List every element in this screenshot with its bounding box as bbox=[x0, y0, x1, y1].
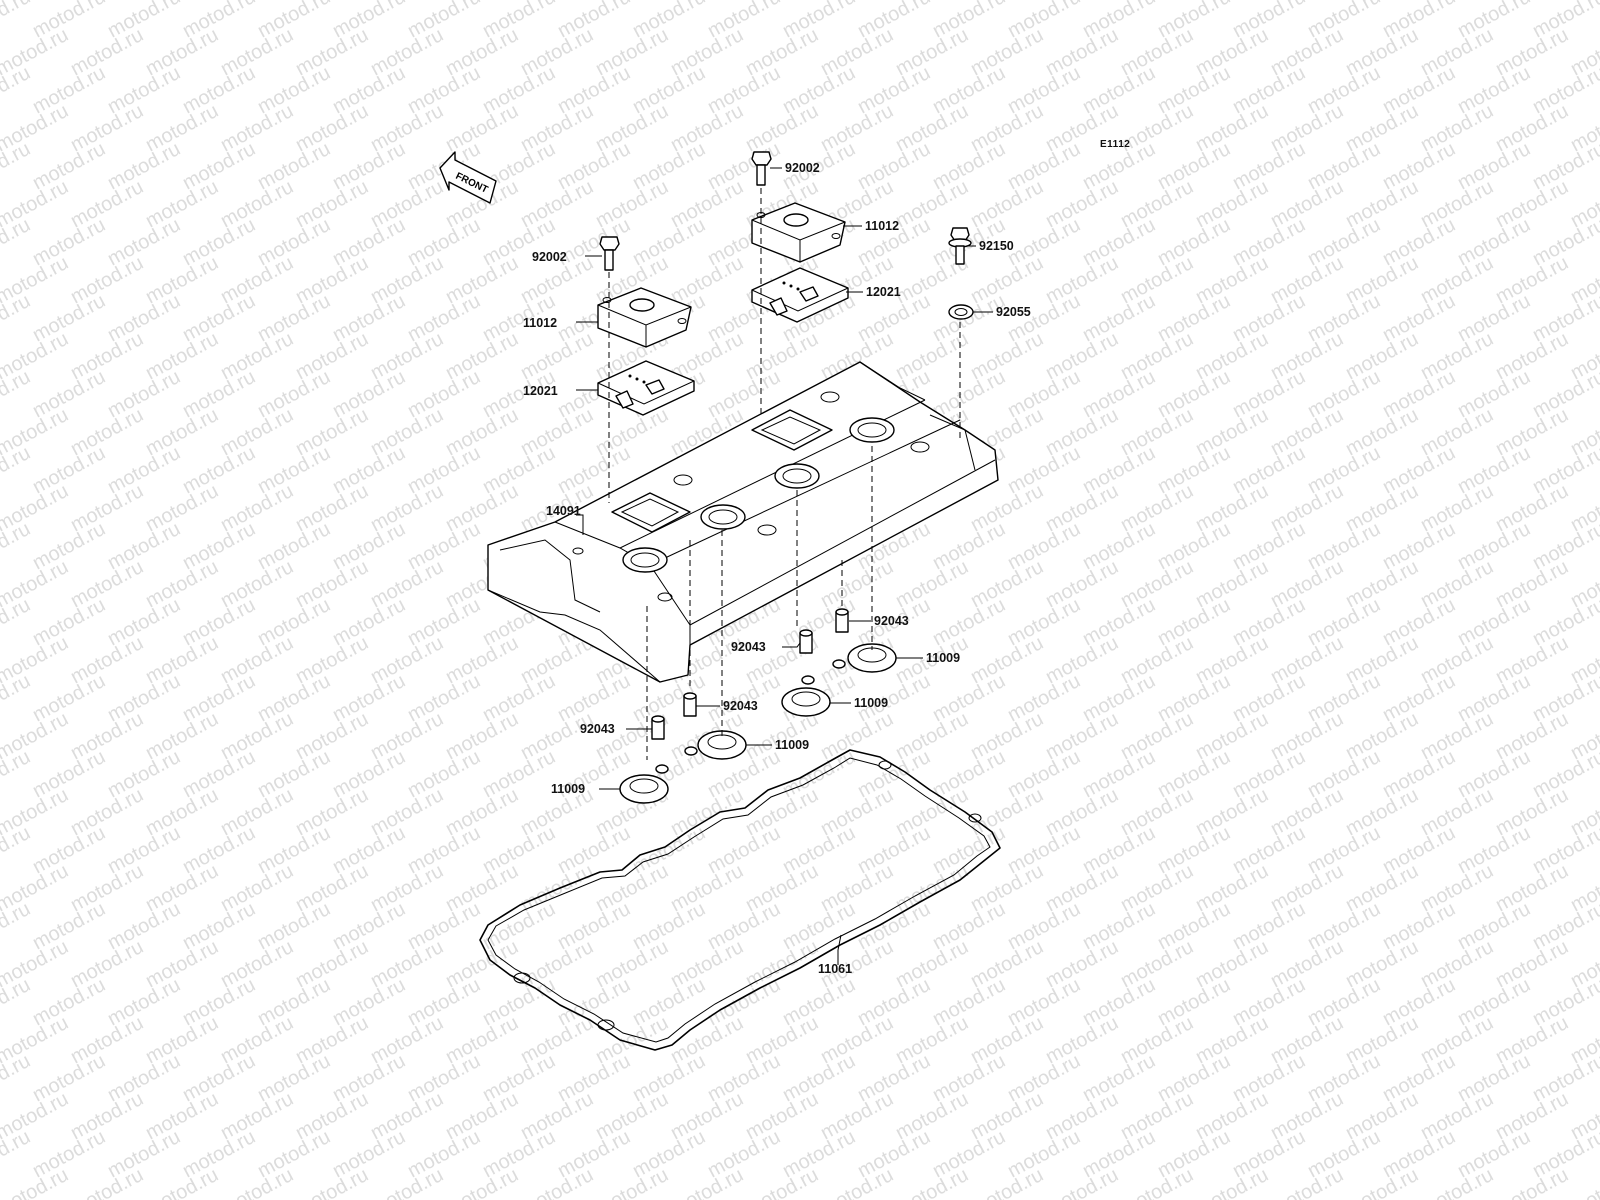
leader-lines bbox=[576, 167, 993, 965]
label-11012-right: 11012 bbox=[865, 219, 899, 233]
label-92043-mid-left: 92043 bbox=[723, 699, 758, 713]
front-arrow-icon: FRONT bbox=[439, 151, 497, 204]
gasket-11061 bbox=[479, 749, 1001, 1051]
assembly-lines bbox=[608, 188, 961, 760]
plate-12021-left bbox=[597, 360, 695, 416]
seal-11009-left bbox=[619, 764, 669, 804]
label-92043-right: 92043 bbox=[874, 614, 909, 628]
label-11009-left: 11009 bbox=[551, 782, 585, 796]
seal-11009-mid-right bbox=[781, 675, 831, 717]
dowel-92043-mid-right bbox=[799, 629, 813, 654]
dowel-92043-mid-left bbox=[683, 692, 697, 717]
label-92150: 92150 bbox=[979, 239, 1014, 253]
label-92055: 92055 bbox=[996, 305, 1031, 319]
dowel-92043-left bbox=[651, 715, 665, 740]
label-92002-right: 92002 bbox=[785, 161, 820, 175]
part-labels: 92002 11012 92002 11012 12021 12021 9215… bbox=[523, 161, 1031, 976]
label-11061: 11061 bbox=[818, 962, 852, 976]
bolt-92150 bbox=[948, 227, 972, 265]
plate-12021-right bbox=[751, 267, 849, 323]
label-11009-right: 11009 bbox=[926, 651, 960, 665]
label-92002-left: 92002 bbox=[532, 250, 567, 264]
seal-11009-mid-left bbox=[684, 730, 747, 760]
washer-92055 bbox=[948, 304, 974, 320]
diagram-code: E1112 bbox=[1100, 139, 1130, 150]
label-92043-mid-right: 92043 bbox=[731, 640, 766, 654]
label-11009-mid-left: 11009 bbox=[775, 738, 809, 752]
label-12021-right: 12021 bbox=[866, 285, 901, 299]
bolt-92002-right bbox=[751, 151, 772, 186]
dowel-92043-right bbox=[835, 608, 849, 633]
label-14091: 14091 bbox=[546, 504, 581, 518]
seal-11009-right bbox=[832, 643, 897, 673]
label-92043-left: 92043 bbox=[580, 722, 615, 736]
cap-11012-left bbox=[597, 287, 692, 348]
label-11012-left: 11012 bbox=[523, 316, 557, 330]
bolt-92002-left bbox=[599, 236, 620, 271]
label-12021-left: 12021 bbox=[523, 384, 558, 398]
label-11009-mid-right: 11009 bbox=[854, 696, 888, 710]
cylinder-head-cover bbox=[487, 361, 999, 683]
cap-11012-right bbox=[751, 202, 846, 263]
